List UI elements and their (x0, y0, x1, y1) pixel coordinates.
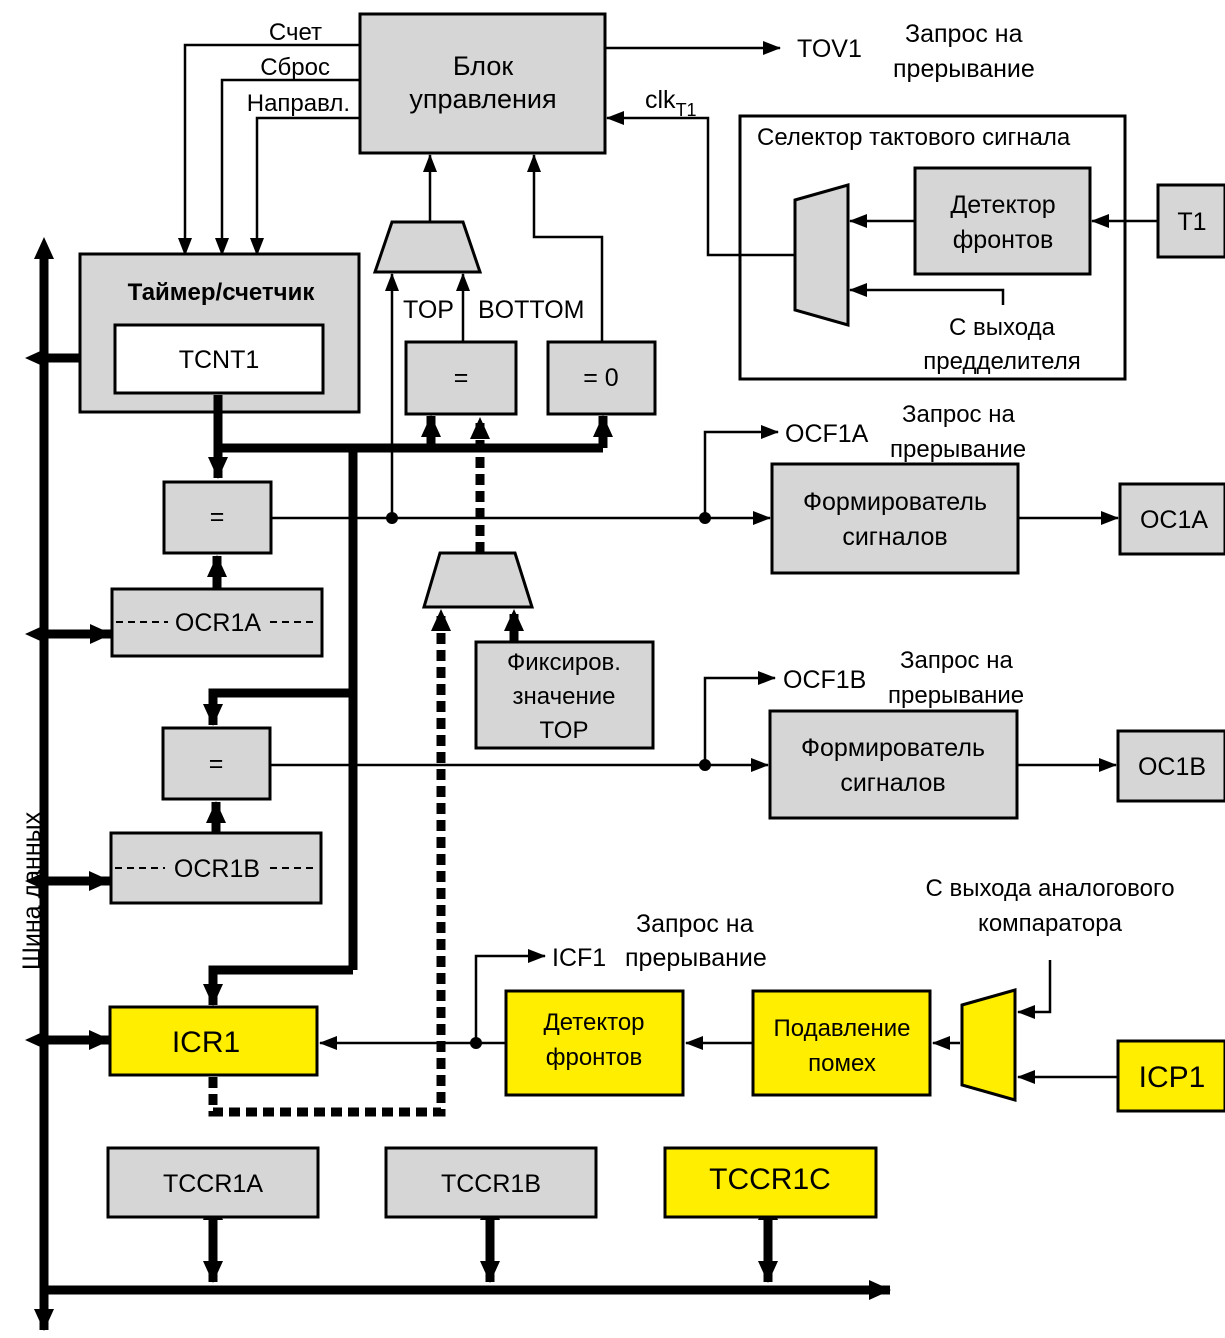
ocf1b-request-1: Запрос на (900, 647, 1013, 674)
ocf1b-label: OCF1B (783, 666, 866, 694)
reset-line (215, 78, 360, 256)
clock-selector-title: Селектор тактового сигнала (757, 124, 1071, 151)
tccr1a-register (106, 1146, 320, 1219)
tcnt1-register (113, 323, 325, 395)
waveform-gen-b-label-2: сигналов (840, 769, 945, 797)
waveform-gen-a-label-2: сигналов (842, 523, 947, 551)
fixed-top-label-3: TOP (540, 717, 589, 744)
zero-to-control-line (527, 154, 604, 342)
compa-comparator (162, 480, 273, 555)
tov1-request-2: прерывание (893, 55, 1035, 83)
bottom-label: BOTTOM (478, 296, 584, 324)
direction-label: Направл. (247, 90, 350, 117)
icr1-register (108, 1005, 319, 1077)
data-bus-label: Шина данных (18, 811, 46, 970)
compb-comparator (161, 726, 272, 801)
prescaler-label-2: предделителя (923, 348, 1080, 375)
clk-label-main: clk (645, 86, 676, 114)
waveform-gen-a (770, 462, 1020, 575)
compb-comparator-label: = (209, 750, 224, 778)
ocr1b-label: OCR1B (174, 855, 260, 883)
top-select-mux (421, 551, 535, 609)
prescaler-label-1: С выхода (949, 314, 1056, 341)
icf1-request-1: Запрос на (636, 910, 754, 938)
tcnt1-label: TCNT1 (179, 346, 260, 374)
waveform-gen-a-label-1: Формирователь (803, 488, 987, 516)
icp1-pin (1116, 1039, 1225, 1113)
prescaler-line (849, 283, 1005, 305)
ocf1a-request-2: прерывание (890, 436, 1026, 463)
fixed-top-label-2: значение (513, 683, 616, 710)
capture-edge-detector-label-2: фронтов (546, 1044, 643, 1071)
icr1-label: ICR1 (172, 1026, 240, 1059)
control-block-label-1: Блок (453, 51, 513, 81)
capture-edge-detector (504, 989, 685, 1097)
top-comparator-label: = (454, 364, 469, 392)
control-block (358, 12, 607, 155)
count-label: Счет (269, 19, 322, 46)
ocf1a-label: OCF1A (785, 420, 869, 448)
capture-edge-detector-label-1: Детектор (543, 1009, 644, 1036)
clk-label-sub: T1 (676, 100, 697, 120)
compa-node-1 (386, 512, 398, 524)
icf1-line (474, 949, 546, 1043)
oc1b-label: OC1B (1138, 753, 1206, 781)
ocf1a-line (703, 425, 779, 518)
oc1b-pin (1116, 729, 1225, 803)
zero-comparator (546, 340, 657, 416)
clk-label: clkT1 (645, 86, 697, 120)
compa-comparator-label: = (210, 503, 225, 531)
waveform-gen-b (768, 709, 1019, 820)
comparator-label-1: С выхода аналогового (925, 875, 1174, 902)
capture-source-mux (960, 988, 1017, 1102)
noise-canceler-label-1: Подавление (774, 1015, 911, 1042)
ocr1a-label: OCR1A (175, 609, 261, 637)
fixed-top-label-1: Фиксиров. (507, 649, 621, 676)
clock-selector-frame (738, 114, 1127, 381)
reset-label: Сброс (260, 54, 330, 81)
clock-selector-mux (793, 183, 850, 327)
clock-edge-detector-label-2: фронтов (953, 226, 1054, 254)
noise-canceler (751, 989, 932, 1097)
bus-to-icr1 (203, 965, 353, 1006)
icf1-label: ICF1 (552, 944, 606, 972)
noise-canceler-label-2: помех (808, 1050, 876, 1077)
tccr1a-label: TCCR1A (163, 1170, 263, 1198)
bus-to-compb (203, 688, 353, 726)
comparator-line (1017, 960, 1052, 1019)
clk-line (606, 111, 820, 257)
zero-comparator-label: = 0 (583, 364, 618, 392)
clock-edge-detector (913, 166, 1092, 276)
comparator-label-2: компаратора (978, 910, 1123, 937)
t1-pin-label: T1 (1177, 208, 1206, 236)
top-label: TOP (403, 296, 454, 324)
tccr1c-label: TCCR1C (709, 1163, 831, 1196)
tccr1c-register (663, 1146, 878, 1219)
clock-edge-detector-label-1: Детектор (950, 191, 1055, 219)
ocf1b-request-2: прерывание (888, 682, 1024, 709)
top-bottom-mux (372, 220, 483, 274)
tccr1b-label: TCCR1B (441, 1170, 541, 1198)
fixed-top-block (474, 640, 655, 750)
oc1a-pin (1118, 482, 1225, 556)
icr1-to-mux-dotted (208, 609, 451, 1117)
tov1-label: TOV1 (797, 35, 862, 63)
direction-line (250, 116, 360, 256)
icf1-request-2: прерывание (625, 944, 767, 972)
control-block-label-2: управления (409, 84, 556, 114)
tov1-request-1: Запрос на (905, 20, 1023, 48)
waveform-gen-b-label-1: Формирователь (801, 734, 985, 762)
count-line (178, 43, 360, 256)
tccr1b-register (384, 1146, 598, 1219)
timer-counter-title: Таймер/счетчик (128, 279, 316, 306)
ocf1b-line (703, 671, 776, 765)
top-comparator (404, 340, 518, 416)
ocf1a-request-1: Запрос на (902, 401, 1015, 428)
icp1-label: ICP1 (1139, 1061, 1206, 1094)
oc1a-label: OC1A (1140, 506, 1208, 534)
